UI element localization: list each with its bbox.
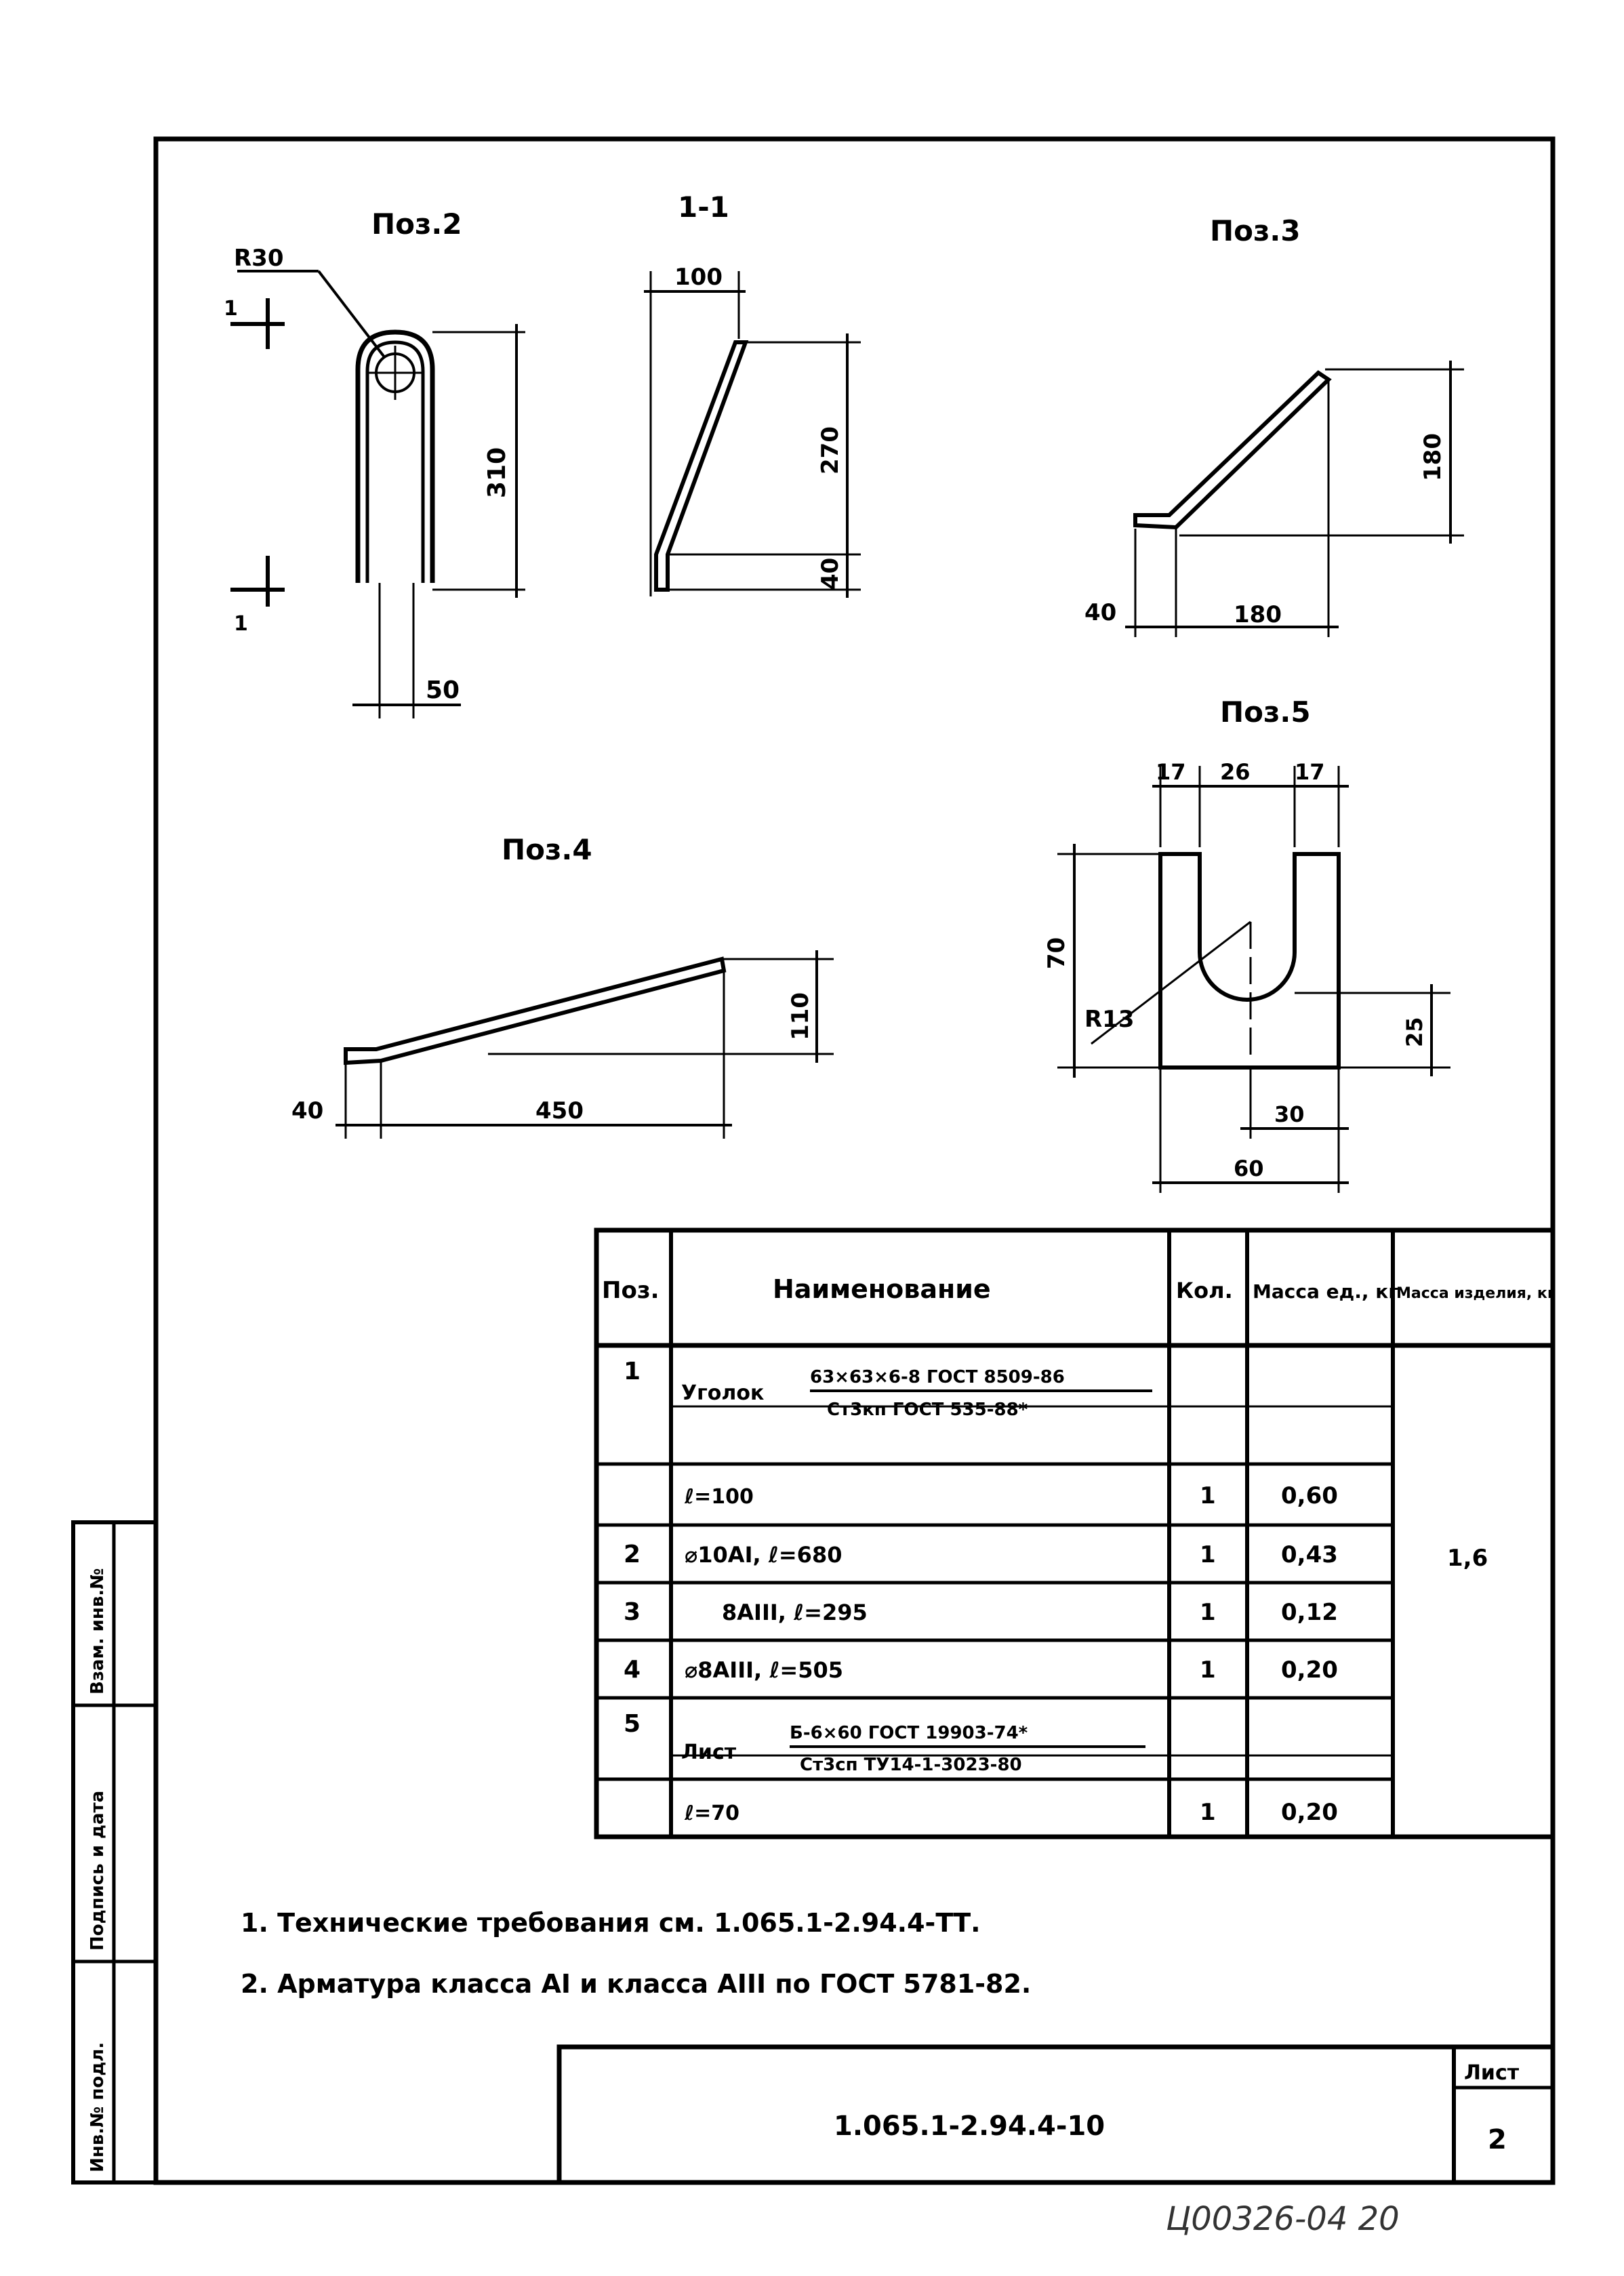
title-block: 1.065.1-2.94.4-10 Лист 2 [556,2044,1556,2185]
svg-text:1: 1 [1200,1599,1216,1626]
svg-text:1: 1 [224,297,238,321]
pos5-top-left: 17 [1156,759,1186,785]
pos2-width: 50 [426,676,460,704]
section-profile [654,340,749,592]
svg-text:8АIII, ℓ=295: 8АIII, ℓ=295 [722,1600,868,1625]
pos2-bar-outer [355,329,435,583]
svg-text:1: 1 [234,612,248,636]
pos5-width: 60 [1234,1156,1264,1181]
header-mass-unit: Масса ед., кг [1253,1280,1398,1303]
sheet-label: Лист [1464,2061,1520,2085]
svg-text:Ст3сп ТУ14-1-3023-80: Ст3сп ТУ14-1-3023-80 [800,1755,1022,1775]
pos3-title: Поз.3 [1210,214,1301,247]
header-pos: Поз. [602,1277,659,1304]
pos5-radius: R13 [1084,1006,1135,1033]
svg-text:Лист: Лист [681,1741,737,1764]
view-pos3: Поз.3 180 40 180 [1084,214,1464,637]
stamp-inv-orig: Инв.№ подл. [87,2042,108,2172]
view-pos2: Поз.2 R30 310 50 1 1 [224,207,525,718]
pos5-depth: 25 [1402,1017,1427,1047]
svg-text:Б-6×60 ГОСТ 19903-74*: Б-6×60 ГОСТ 19903-74* [790,1723,1028,1743]
pos4-height: 110 [787,992,814,1040]
document-code: 1.065.1-2.94.4-10 [834,2111,1105,2142]
svg-text:5: 5 [624,1710,641,1738]
pos5-title: Поз.5 [1220,695,1311,729]
view-section-1-1: 1-1 100 270 40 [644,190,861,598]
pos2-title: Поз.2 [371,207,462,241]
svg-text:1: 1 [624,1358,641,1385]
sheet-frame [153,136,1556,2185]
svg-text:0,20: 0,20 [1281,1799,1338,1826]
view-pos4: Поз.4 110 40 450 [291,833,834,1139]
svg-text:0,20: 0,20 [1281,1657,1338,1684]
view-pos5: Поз.5 17 26 17 70 R13 25 30 60 [1043,695,1450,1193]
stamp-signature: Подпись и дата [87,1791,108,1951]
svg-text:0,60: 0,60 [1281,1482,1338,1509]
svg-text:ℓ=100: ℓ=100 [684,1485,754,1509]
svg-text:1: 1 [1200,1482,1216,1509]
pos5-height: 70 [1043,937,1070,969]
svg-text:63×63×6-8 ГОСТ 8509-86: 63×63×6-8 ГОСТ 8509-86 [810,1367,1065,1387]
pos3-length: 180 [1234,601,1282,628]
pos4-profile [344,956,727,1065]
pos3-profile [1133,370,1332,530]
handwritten-archive-number: Ц00326-04 20 [1166,2200,1400,2238]
section-width: 100 [674,264,723,291]
sheet-number: 2 [1488,2124,1507,2155]
pos4-base: 40 [291,1097,323,1124]
pos3-base: 40 [1084,599,1116,626]
pos5-half-width: 30 [1274,1101,1305,1127]
svg-text:2: 2 [624,1541,641,1568]
svg-text:Уголок: Уголок [681,1381,764,1405]
section-height: 270 [817,426,844,474]
svg-text:ℓ=70: ℓ=70 [684,1802,739,1825]
note-2: 2. Арматура класса АI и класса АIII по Г… [241,1969,1031,1999]
svg-text:1: 1 [1200,1541,1216,1568]
svg-text:1: 1 [1200,1799,1216,1826]
svg-text:Ст3кп ГОСТ 535-88*: Ст3кп ГОСТ 535-88* [827,1400,1028,1420]
svg-text:⌀10АI, ℓ=680: ⌀10АI, ℓ=680 [685,1542,842,1568]
pos4-title: Поз.4 [502,833,592,866]
header-name: Наименование [773,1274,991,1304]
total-mass: 1,6 [1447,1545,1488,1572]
pos4-length: 450 [535,1097,584,1124]
svg-text:3: 3 [624,1598,641,1626]
svg-text:0,12: 0,12 [1281,1599,1338,1626]
svg-text:4: 4 [624,1656,641,1684]
svg-text:1: 1 [1200,1657,1216,1684]
svg-text:⌀8АIII, ℓ=505: ⌀8АIII, ℓ=505 [685,1657,843,1683]
pos3-height: 180 [1419,433,1446,481]
pos5-plate [1158,852,1341,1070]
pos5-top-right: 17 [1295,759,1325,785]
header-mass-total: Масса изделия, кг [1396,1285,1555,1302]
specification-table: Поз. Наименование Кол. Масса ед., кг Мас… [594,1227,1556,1840]
pos5-top-mid: 26 [1220,759,1251,785]
pos2-radius: R30 [234,245,284,272]
section-title: 1-1 [678,190,729,224]
stamp-inv-replace: Взам. инв.№ [87,1568,108,1694]
header-qty: Кол. [1176,1278,1233,1303]
svg-text:0,43: 0,43 [1281,1541,1338,1568]
side-stamp: Взам. инв.№ Подпись и дата Инв.№ подл. [71,1520,158,2184]
pos2-height: 310 [483,447,511,498]
pos2-bar-inner [365,340,425,583]
section-base: 40 [817,558,844,590]
note-1: 1. Технические требования см. 1.065.1-2.… [241,1908,981,1938]
